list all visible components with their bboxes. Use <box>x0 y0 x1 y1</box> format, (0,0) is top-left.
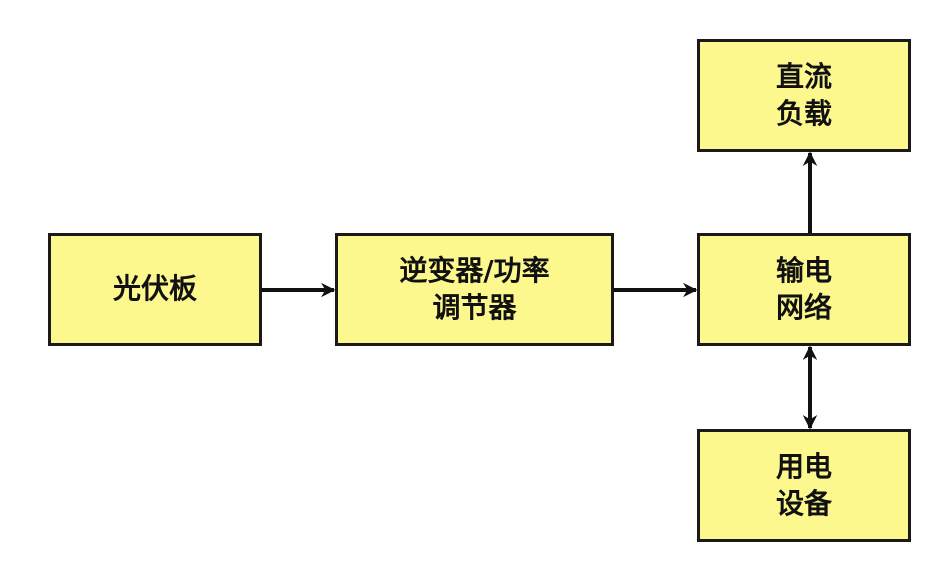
dc-load-label-line1: 直流 <box>775 60 832 94</box>
devices-label-line1: 用电 <box>775 450 832 484</box>
devices-box: 用电 设备 <box>697 429 911 542</box>
grid-label-line2: 网络 <box>775 290 832 324</box>
inverter-label-line1: 逆变器/功率 <box>399 254 550 288</box>
devices-label-line2: 设备 <box>775 486 832 520</box>
grid-box: 输电 网络 <box>697 233 911 346</box>
pv-panel-box: 光伏板 <box>48 233 262 346</box>
dc-load-box: 直流 负载 <box>697 39 911 152</box>
grid-label-line1: 输电 <box>775 254 832 288</box>
inverter-label-line2: 调节器 <box>432 290 517 324</box>
dc-load-label-line2: 负载 <box>775 96 832 130</box>
inverter-box: 逆变器/功率 调节器 <box>335 233 614 346</box>
pv-panel-label: 光伏板 <box>112 272 197 306</box>
